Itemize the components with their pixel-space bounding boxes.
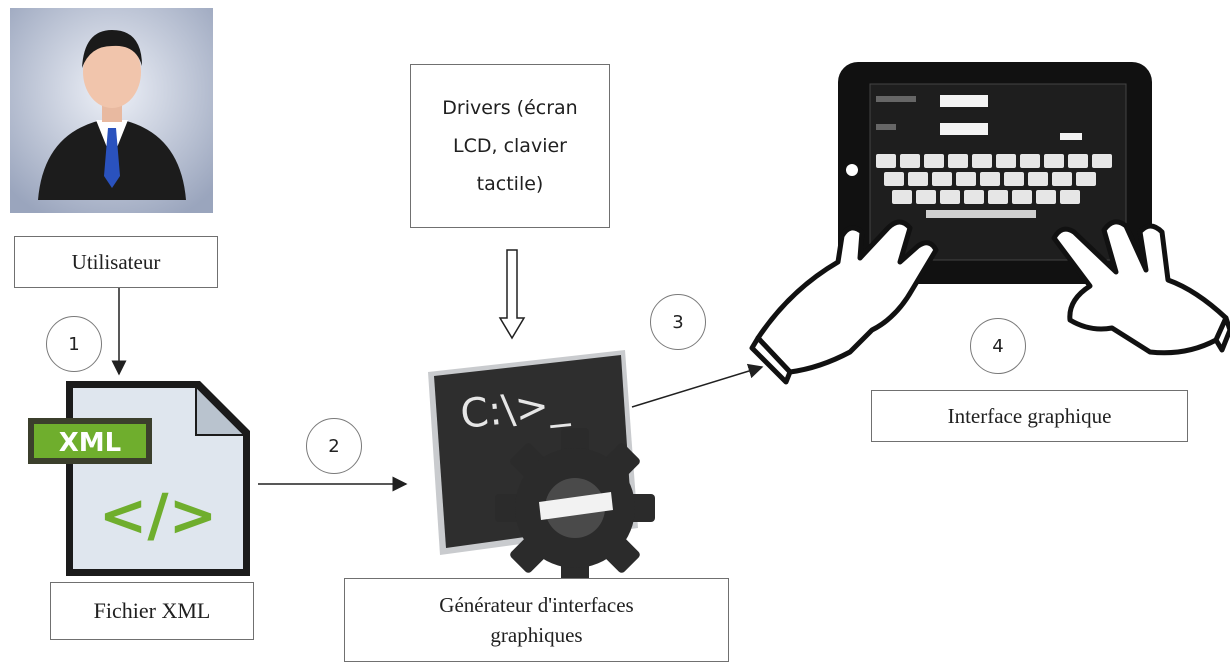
xml-file-label: Fichier XML xyxy=(50,582,254,640)
keyboard-key xyxy=(884,172,904,186)
drivers-label: Drivers (écran LCD, clavier tactile) xyxy=(410,64,610,228)
keyboard-key xyxy=(996,154,1016,168)
terminal-prompt-text: C:\>_ xyxy=(458,381,572,438)
arrow-drivers-to-generator xyxy=(498,249,526,340)
keyboard-key xyxy=(1076,172,1096,186)
keyboard-key xyxy=(1044,154,1064,168)
keyboard-key xyxy=(980,172,1000,186)
gui-label: Interface graphique xyxy=(871,390,1188,442)
step-2-badge: 2 xyxy=(306,418,362,474)
xml-badge-text: XML xyxy=(59,428,122,458)
keyboard-key xyxy=(1036,190,1056,204)
keyboard-key xyxy=(900,154,920,168)
keyboard-key xyxy=(948,154,968,168)
keyboard-key xyxy=(932,172,952,186)
arrow-generator-to-gui xyxy=(631,363,764,408)
keyboard-key xyxy=(988,190,1008,204)
user-label: Utilisateur xyxy=(14,236,218,288)
keyboard-key xyxy=(940,190,960,204)
generator-label: Générateur d'interfaces graphiques xyxy=(344,578,729,662)
step-1-badge: 1 xyxy=(46,316,102,372)
keyboard-key xyxy=(1004,172,1024,186)
keyboard-keys xyxy=(876,154,1112,204)
keyboard-key xyxy=(1068,154,1088,168)
keyboard-key xyxy=(908,172,928,186)
keyboard-key xyxy=(956,172,976,186)
keyboard-key xyxy=(1028,172,1048,186)
keyboard-key xyxy=(964,190,984,204)
keyboard-key xyxy=(1012,190,1032,204)
keyboard-key xyxy=(892,190,912,204)
keyboard-key xyxy=(1020,154,1040,168)
keyboard-key xyxy=(1092,154,1112,168)
keyboard-key xyxy=(1060,190,1080,204)
step-4-badge: 4 xyxy=(970,318,1026,374)
keyboard-key xyxy=(1052,172,1072,186)
xml-code-symbol: </> xyxy=(99,481,217,549)
step-3-badge: 3 xyxy=(650,294,706,350)
keyboard-key xyxy=(876,154,896,168)
keyboard-key xyxy=(916,190,936,204)
keyboard-key xyxy=(924,154,944,168)
keyboard-key xyxy=(972,154,992,168)
